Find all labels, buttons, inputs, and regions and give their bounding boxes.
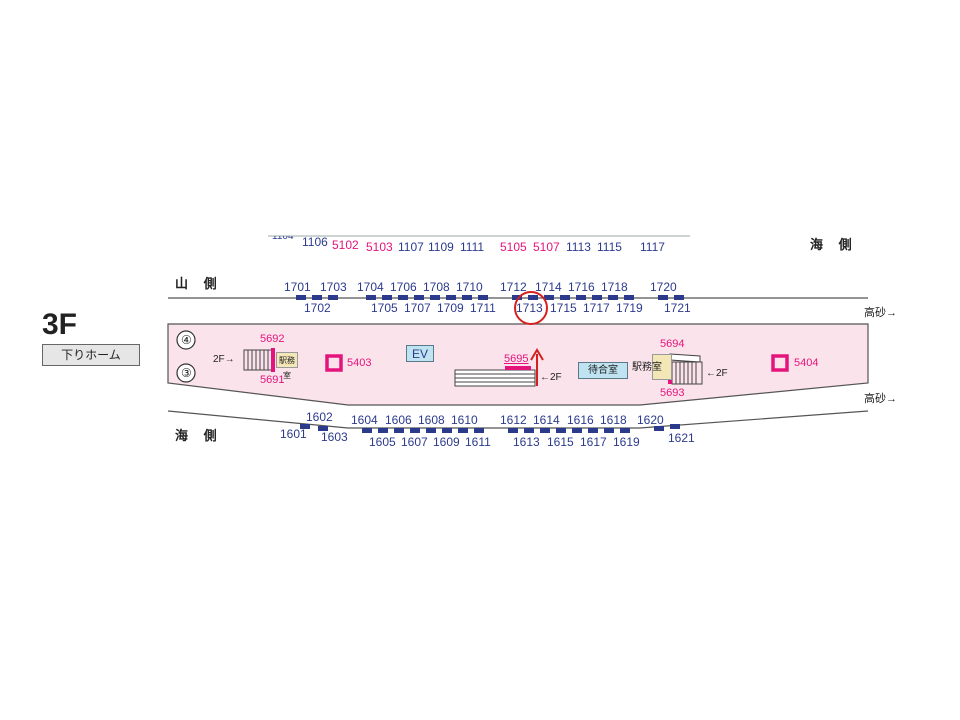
top-number-1115: 1115 bbox=[597, 240, 622, 254]
mountain-number-1712: 1712 bbox=[500, 280, 527, 294]
mountain-side-label: 山 側 bbox=[175, 276, 223, 291]
right-stairs-top bbox=[669, 353, 701, 363]
left-stairs bbox=[243, 349, 273, 371]
sea-number-1611: 1611 bbox=[465, 435, 491, 449]
mountain-number-1713: 1713 bbox=[516, 301, 543, 315]
top-number-1107: 1107 bbox=[398, 240, 424, 254]
ad-5403-pillar bbox=[325, 354, 343, 372]
sea-side-label: 海 側 bbox=[175, 428, 223, 443]
sea-number-1610: 1610 bbox=[451, 413, 478, 427]
sea-number-1605: 1605 bbox=[369, 435, 396, 449]
right-station-office-box bbox=[652, 354, 672, 380]
ad-5692-label: 5692 bbox=[260, 333, 285, 345]
mountain-number-1709: 1709 bbox=[437, 301, 464, 315]
sea-side-top-label: 海 側 bbox=[810, 237, 858, 252]
center-stairs bbox=[454, 369, 536, 387]
sea-door-marks bbox=[300, 424, 680, 433]
sea-number-1609: 1609 bbox=[433, 435, 460, 449]
location-arrow bbox=[530, 348, 544, 386]
track-3-label: ③ bbox=[181, 366, 192, 380]
sea-number-1621: 1621 bbox=[668, 431, 695, 445]
sea-number-1619: 1619 bbox=[613, 435, 640, 449]
top-number-1113: 1113 bbox=[566, 240, 591, 254]
sea-number-1606: 1606 bbox=[385, 413, 412, 427]
sea-number-1614: 1614 bbox=[533, 413, 560, 427]
mountain-door-marks bbox=[296, 295, 684, 300]
left-station-office: 駅務室 bbox=[276, 352, 298, 380]
ad-5404-pillar bbox=[771, 354, 789, 372]
mountain-number-1721: 1721 bbox=[664, 301, 691, 315]
top-number-1117: 1117 bbox=[640, 240, 665, 254]
top-ad-5103: 5103 bbox=[366, 240, 393, 254]
platform-area bbox=[167, 323, 869, 406]
sea-number-1603: 1603 bbox=[321, 430, 348, 444]
sea-number-1615: 1615 bbox=[547, 435, 574, 449]
mountain-number-1711: 1711 bbox=[470, 301, 496, 315]
ad-5694-label: 5694 bbox=[660, 338, 685, 350]
track-3-circle bbox=[176, 363, 196, 383]
sea-number-1620: 1620 bbox=[637, 413, 664, 427]
sea-number-1612: 1612 bbox=[500, 413, 527, 427]
top-cut-number: 1104 bbox=[272, 231, 294, 242]
top-number-1111: 1111 bbox=[460, 240, 485, 254]
floor-label: 3F bbox=[42, 308, 78, 341]
mountain-number-1701: 1701 bbox=[284, 280, 311, 294]
mountain-number-1707: 1707 bbox=[404, 301, 431, 315]
ad-5695-label: 5695 bbox=[504, 353, 529, 365]
mountain-number-1716: 1716 bbox=[568, 280, 595, 294]
sea-number-1604: 1604 bbox=[351, 413, 378, 427]
top-ad-5107: 5107 bbox=[533, 240, 560, 254]
highlight-circle bbox=[514, 291, 548, 325]
top-ad-5105: 5105 bbox=[500, 240, 527, 254]
mountain-number-1706: 1706 bbox=[390, 280, 417, 294]
sea-wall-line bbox=[167, 410, 869, 429]
direction-lower: 高砂→ bbox=[864, 393, 897, 405]
mountain-number-1708: 1708 bbox=[423, 280, 450, 294]
top-ad-5102: 5102 bbox=[332, 238, 359, 252]
right-stairs-label: ←2F bbox=[706, 368, 728, 379]
sea-number-1607: 1607 bbox=[401, 435, 428, 449]
mountain-number-1715: 1715 bbox=[550, 301, 577, 315]
mountain-number-1705: 1705 bbox=[371, 301, 398, 315]
ad-5691-label: 5691 bbox=[260, 374, 285, 386]
ad-5692-5691-board bbox=[271, 348, 275, 372]
platform-label: 下りホーム bbox=[42, 344, 140, 366]
mountain-number-1717: 1717 bbox=[583, 301, 610, 315]
sea-number-1618: 1618 bbox=[600, 413, 627, 427]
mountain-number-1714: 1714 bbox=[535, 280, 562, 294]
top-number-1109: 1109 bbox=[428, 240, 454, 254]
direction-upper: 高砂→ bbox=[864, 307, 897, 319]
track-4-circle bbox=[176, 330, 196, 350]
ad-5403-label: 5403 bbox=[347, 357, 372, 369]
center-stairs-label: ←2F bbox=[540, 372, 562, 383]
track-4-label: ④ bbox=[181, 333, 192, 347]
mountain-number-1719: 1719 bbox=[616, 301, 643, 315]
sea-number-1616: 1616 bbox=[567, 413, 594, 427]
sea-number-1602: 1602 bbox=[306, 410, 333, 424]
ad-5693-label: 5693 bbox=[660, 387, 685, 399]
waiting-room: 待合室 bbox=[578, 362, 628, 379]
ad-5404-label: 5404 bbox=[794, 357, 819, 369]
mountain-number-1703: 1703 bbox=[320, 280, 347, 294]
mountain-number-1702: 1702 bbox=[304, 301, 331, 315]
mountain-number-1718: 1718 bbox=[601, 280, 628, 294]
sea-number-1601: 1601 bbox=[280, 427, 307, 441]
sea-number-1617: 1617 bbox=[580, 435, 607, 449]
left-stairs-label: 2F→ bbox=[213, 354, 235, 365]
ad-5695-board bbox=[505, 366, 531, 370]
top-number-1106: 1106 bbox=[302, 235, 328, 249]
mountain-number-1720: 1720 bbox=[650, 280, 677, 294]
right-station-office-label: 駅務室 bbox=[632, 362, 662, 373]
mountain-number-1704: 1704 bbox=[357, 280, 384, 294]
sea-number-1613: 1613 bbox=[513, 435, 540, 449]
mountain-number-1710: 1710 bbox=[456, 280, 483, 294]
sea-number-1608: 1608 bbox=[418, 413, 445, 427]
elevator-box: EV bbox=[406, 345, 434, 362]
